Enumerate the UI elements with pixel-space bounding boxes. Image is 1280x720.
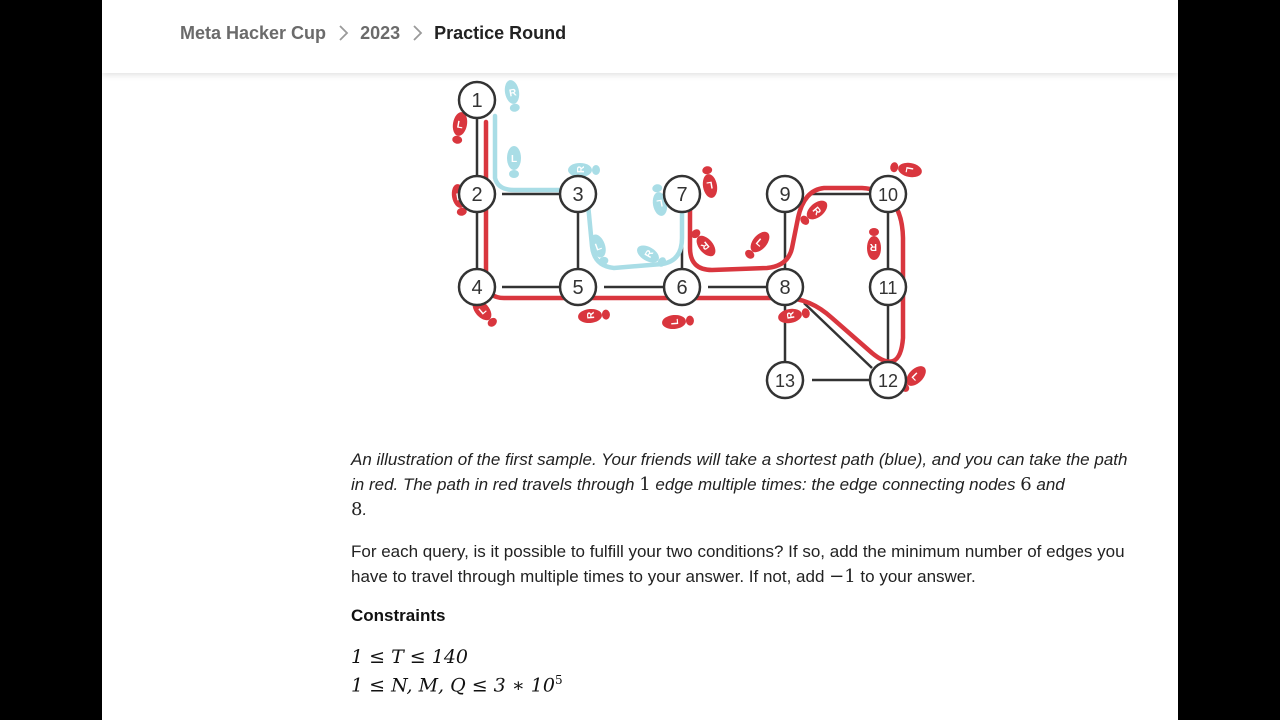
graph-illustration: L R L R L R L R L R L R L R L R L R L <box>451 80 926 400</box>
node-label: 10 <box>878 185 898 205</box>
footprint-icon: R <box>568 163 600 177</box>
problem-page: Meta Hacker Cup 2023 Practice Round <box>102 0 1178 720</box>
node-label: 12 <box>878 371 898 391</box>
node-label: 13 <box>775 371 795 391</box>
caption-math: 1 <box>639 474 651 495</box>
blue-footprints: R L R L R L <box>504 80 668 267</box>
caption-text: and <box>1031 475 1065 494</box>
foot-label: L <box>511 154 517 165</box>
footprint-icon: R <box>867 228 881 260</box>
footprint-icon: R <box>637 245 667 267</box>
footprint-icon: R <box>800 200 828 225</box>
constraint-t: 1 ≤ T ≤ 140 <box>351 646 469 668</box>
breadcrumb: Meta Hacker Cup 2023 Practice Round <box>180 22 566 44</box>
node-label: 11 <box>879 278 898 298</box>
paragraph-text: For each query, is it possible to fulfil… <box>351 542 1125 586</box>
breadcrumb-meta-hacker-cup[interactable]: Meta Hacker Cup <box>180 22 327 43</box>
foot-label: L <box>477 305 489 317</box>
node-label: 5 <box>572 277 583 299</box>
constraint-exponent: 5 <box>554 673 563 687</box>
constraint-text: 1 ≤ N, M, Q ≤ 3 ∗ 10 <box>351 674 555 697</box>
foot-label: L <box>456 120 464 132</box>
breadcrumb-practice-round: Practice Round <box>434 22 567 43</box>
figure-caption: An illustration of the first sample. You… <box>351 447 1141 522</box>
footprint-icon: R <box>504 80 520 112</box>
foot-label: R <box>576 165 587 173</box>
caption-math: 8 <box>351 499 363 520</box>
footprint-icon: R <box>578 308 610 324</box>
node-label: 9 <box>779 184 790 206</box>
constraints-heading: Constraints <box>351 606 446 625</box>
node-label: 4 <box>471 277 482 299</box>
caption-text: . <box>362 500 368 519</box>
foot-label: L <box>670 318 681 325</box>
top-bar: Meta Hacker Cup 2023 Practice Round <box>102 0 1178 73</box>
caption-text: edge multiple times: the edge connecting… <box>650 475 1021 494</box>
node-label: 2 <box>471 184 482 206</box>
node-label: 6 <box>676 277 687 299</box>
footprint-icon: R <box>691 229 716 257</box>
paragraph-text: to your answer. <box>855 567 976 586</box>
footprint-icon: R <box>778 308 810 324</box>
footprint-icon: L <box>662 314 694 330</box>
foot-label: L <box>753 237 765 249</box>
node-label: 3 <box>572 184 583 206</box>
constraint-nmq: 1 ≤ N, M, Q ≤ 3 ∗ 105 <box>351 673 563 696</box>
foot-label: R <box>785 310 797 320</box>
node-label: 8 <box>779 277 790 299</box>
foot-label: R <box>508 87 518 99</box>
foot-label: L <box>594 241 604 253</box>
friends-shortest-path <box>492 113 685 271</box>
foot-label: R <box>586 310 598 319</box>
footprint-icon: L <box>745 231 770 259</box>
graph-nodes <box>457 80 908 400</box>
red-footprints: L R L R L R L R L R L R L <box>451 112 926 392</box>
footprint-icon: L <box>507 146 521 178</box>
foot-label: L <box>656 197 664 209</box>
caption-math: 6 <box>1020 474 1032 495</box>
foot-label: L <box>903 166 915 174</box>
footprint-icon: L <box>452 112 468 144</box>
foot-label: R <box>869 241 877 252</box>
foot-label: L <box>706 179 714 191</box>
graph-edges <box>475 118 890 382</box>
node-label: 1 <box>471 90 482 112</box>
node-labels: 1 2 3 4 5 6 7 8 9 10 11 12 13 <box>471 90 898 391</box>
footprint-icon: L <box>590 234 609 266</box>
breadcrumb-2023[interactable]: 2023 <box>360 22 401 43</box>
caption-text: An illustration of the first sample. You… <box>351 450 1128 494</box>
paragraph-math: −1 <box>829 566 856 587</box>
footprint-icon: L <box>702 166 718 198</box>
query-paragraph: For each query, is it possible to fulfil… <box>351 539 1141 589</box>
chevron-right-icon <box>413 25 423 41</box>
footprint-icon: L <box>890 162 922 178</box>
chevron-right-icon <box>339 25 349 41</box>
node-label: 7 <box>676 184 687 206</box>
your-path <box>483 119 906 364</box>
